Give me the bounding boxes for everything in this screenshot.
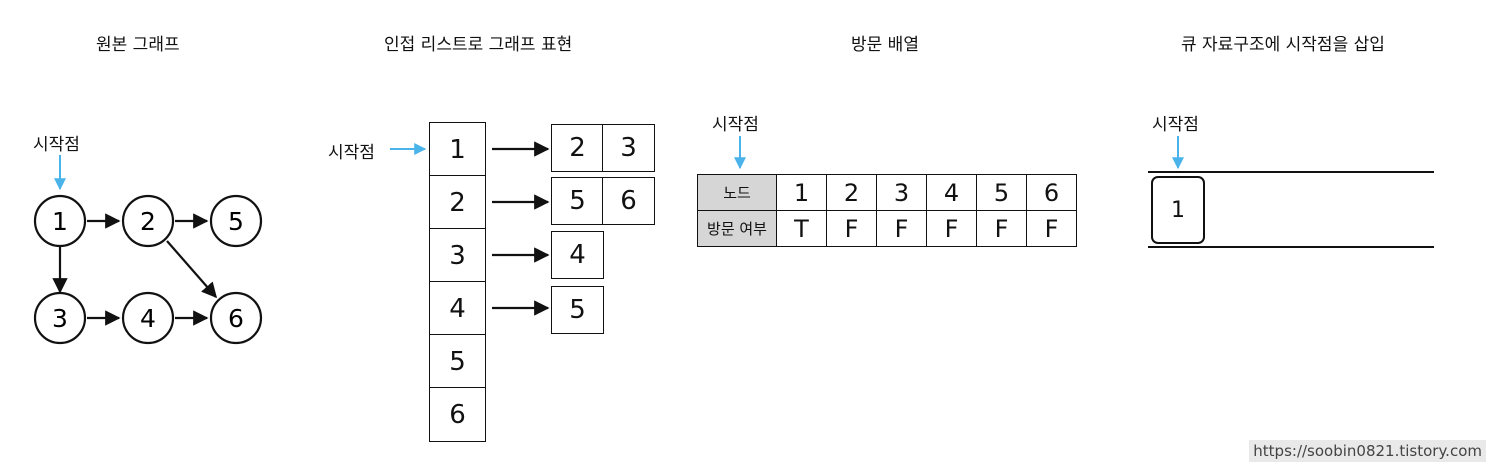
original-graph: 1 2 5 3 4 6 xyxy=(33,155,263,345)
adjacency-neighbor-cell: 6 xyxy=(602,177,655,225)
queue-item: 1 xyxy=(1151,176,1205,244)
visit-node-cell: 4 xyxy=(926,174,977,211)
svg-text:6: 6 xyxy=(228,304,244,333)
visit-node-header: 노드 xyxy=(697,174,777,211)
visit-table: 노드 1 2 3 4 5 6 방문 여부 T F F F F F xyxy=(697,174,1077,247)
adjacency-neighbor-cell: 5 xyxy=(551,286,604,334)
queue-insert-title: 큐 자료구조에 시작점을 삽입 xyxy=(1181,35,1385,55)
visit-node-cell: 6 xyxy=(1026,174,1077,211)
graph-node-3: 3 xyxy=(33,291,87,345)
svg-text:2: 2 xyxy=(140,207,156,236)
queue-start-arrow xyxy=(1172,136,1184,170)
visit-array-title: 방문 배열 xyxy=(851,35,919,55)
adjacency-start-label: 시작점 xyxy=(328,143,375,163)
svg-text:1: 1 xyxy=(52,207,68,236)
visit-status-cell: F xyxy=(826,210,877,247)
visit-node-cell: 2 xyxy=(826,174,877,211)
visit-status-cell: F xyxy=(976,210,1027,247)
graph-node-5: 5 xyxy=(209,194,263,248)
graph-edge-2-6 xyxy=(166,240,218,299)
graph-node-4: 4 xyxy=(121,291,175,345)
visit-node-row: 노드 1 2 3 4 5 6 xyxy=(697,174,1077,211)
visit-node-cell: 3 xyxy=(876,174,927,211)
adjacency-head-cell: 6 xyxy=(429,387,486,442)
queue-bottom-line xyxy=(1148,246,1434,248)
visit-start-label: 시작점 xyxy=(712,115,759,135)
adjacency-list-title: 인접 리스트로 그래프 표현 xyxy=(384,35,573,55)
adjacency-neighbor-cell: 4 xyxy=(551,231,604,279)
adjacency-arrows xyxy=(390,141,550,316)
visit-node-cell: 1 xyxy=(776,174,827,211)
graph-node-2: 2 xyxy=(121,194,175,248)
visit-status-row: 방문 여부 T F F F F F xyxy=(697,210,1077,247)
adjacency-head-cell: 2 xyxy=(429,175,486,230)
svg-text:3: 3 xyxy=(52,304,68,333)
svg-text:4: 4 xyxy=(140,304,156,333)
adjacency-neighbor-cell: 2 xyxy=(551,124,604,172)
visit-status-header: 방문 여부 xyxy=(697,210,777,247)
visit-node-cell: 5 xyxy=(976,174,1027,211)
svg-text:5: 5 xyxy=(228,207,244,236)
graph-node-6: 6 xyxy=(209,291,263,345)
queue-top-line xyxy=(1148,171,1434,173)
visit-status-cell: F xyxy=(876,210,927,247)
adjacency-head-cell: 3 xyxy=(429,228,486,283)
queue-start-label: 시작점 xyxy=(1152,115,1199,135)
visit-status-cell: T xyxy=(776,210,827,247)
adjacency-head-cell: 5 xyxy=(429,334,486,389)
adjacency-neighbor-cell: 3 xyxy=(602,124,655,172)
adjacency-head-cell: 1 xyxy=(429,122,486,177)
adjacency-neighbor-cell: 5 xyxy=(551,177,604,225)
graph-start-label: 시작점 xyxy=(33,135,80,155)
adjacency-head-cell: 4 xyxy=(429,281,486,336)
visit-status-cell: F xyxy=(1026,210,1077,247)
graph-node-1: 1 xyxy=(33,194,87,248)
visit-status-cell: F xyxy=(926,210,977,247)
source-url: https://soobin0821.tistory.com xyxy=(1249,440,1486,462)
original-graph-title: 원본 그래프 xyxy=(96,35,180,55)
visit-start-arrow xyxy=(734,136,746,170)
